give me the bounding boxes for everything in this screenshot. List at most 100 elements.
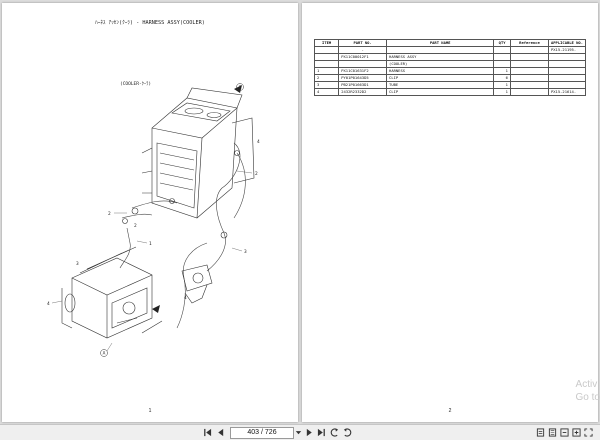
cell-qty	[493, 53, 511, 61]
engine-block-drawing	[61, 246, 163, 339]
table-row: 1 PX11C01631F2 HARNESS 1	[313, 67, 587, 75]
watermark-line: Go to	[575, 392, 600, 403]
col-part-name: PART NAME	[386, 39, 495, 47]
svg-text:A: A	[103, 351, 106, 356]
callout-label: 3	[76, 261, 79, 267]
clip-symbols	[122, 150, 240, 239]
callout-label: 2	[255, 171, 258, 177]
full-screen-icon[interactable]	[584, 428, 593, 437]
cell-part-name: TUBE	[386, 81, 495, 89]
cell-part-name: HARNESS ASSY	[386, 53, 495, 61]
callout-label: 2	[108, 211, 111, 217]
fit-page-icon[interactable]	[548, 428, 557, 437]
svg-text:A: A	[239, 85, 242, 90]
table-header-row: ITEM PART NO. PART NAME QTY Reference AP…	[313, 39, 587, 47]
prev-page-icon[interactable]	[216, 428, 225, 437]
cell-reference	[509, 67, 549, 75]
cell-item	[313, 60, 340, 68]
next-page-icon[interactable]	[305, 428, 314, 437]
cell-part-no: PY01P01643D5	[338, 74, 388, 82]
table-row: 3 PB21P01663D1 TUBE 1	[313, 81, 587, 89]
cell-item: 2	[313, 74, 340, 82]
watermark-line: Activ	[575, 379, 598, 390]
table-row: PX11C00012F1 HARNESS ASSY	[313, 53, 587, 61]
cell-part-no: -	[338, 46, 388, 54]
page-title: ﾊｰﾈｽ ｱｯｾﾝ(ｸｰﾗ) - HARNESS ASSY(COOLER)	[95, 20, 205, 26]
callout-label: 4	[47, 301, 50, 307]
cell-applicable-no	[547, 74, 587, 82]
cell-item: 4	[313, 88, 340, 96]
fit-width-icon[interactable]	[536, 428, 545, 437]
callout-label: 4	[184, 295, 187, 301]
cell-applicable-no: PX15-21614-	[547, 88, 587, 96]
cell-applicable-no: PX15-21195-	[547, 46, 587, 54]
view-arrow-icon	[152, 305, 160, 313]
col-applicable-no: APPLICABLE NO.	[547, 39, 587, 47]
cell-part-no	[338, 60, 388, 68]
activation-watermark: Activ Go to	[576, 378, 600, 404]
bracket-drawing	[181, 264, 213, 304]
cell-part-name: CLIP	[386, 88, 495, 96]
cell-part-name: HARNESS	[386, 67, 495, 75]
harness-routing	[119, 142, 246, 329]
diagram-subtitle: (COOLER-ｸｰﾗ)	[120, 82, 152, 87]
cell-part-name: CLIP	[386, 74, 495, 82]
cell-applicable-no	[547, 67, 587, 75]
col-part-no: PART NO.	[338, 39, 388, 47]
cell-qty: 1	[493, 67, 511, 75]
cell-qty	[493, 60, 511, 68]
cell-reference	[509, 74, 549, 82]
leader-lines	[51, 170, 253, 352]
cell-part-name: (COOLER)	[386, 60, 495, 68]
cell-item: 1	[313, 67, 340, 75]
cell-reference	[509, 88, 549, 96]
zoom-out-icon[interactable]	[560, 428, 569, 437]
back-icon[interactable]	[330, 428, 339, 437]
col-qty: QTY	[493, 39, 511, 47]
page-number: 2	[448, 408, 452, 414]
page-number-field[interactable]: 403 / 726	[230, 427, 294, 439]
view-arrow-icon	[234, 85, 242, 93]
viewer-toolbar: 403 / 726	[0, 424, 600, 440]
cell-applicable-no	[547, 60, 587, 68]
zoom-in-icon[interactable]	[572, 428, 581, 437]
page-dropdown-icon[interactable]	[294, 428, 303, 437]
table-row: - PX15-21195-	[313, 46, 587, 54]
cell-reference	[509, 81, 549, 89]
cell-reference	[509, 60, 549, 68]
last-page-icon[interactable]	[317, 428, 326, 437]
harness-diagram: 2 2 1 3 3 4 4 4 2 A A	[47, 83, 260, 357]
cell-applicable-no	[547, 53, 587, 61]
col-reference: Reference	[509, 39, 549, 47]
callout-label: 3	[244, 249, 247, 255]
col-item: ITEM	[313, 39, 340, 47]
cell-qty: 6	[493, 74, 511, 82]
page-number: 1	[148, 408, 152, 414]
forward-icon[interactable]	[343, 428, 352, 437]
cell-item: 3	[313, 81, 340, 89]
table-row: (COOLER)	[313, 60, 587, 68]
cell-part-no: PX11C00012F1	[338, 53, 388, 61]
first-page-icon[interactable]	[203, 428, 212, 437]
cell-qty: 1	[493, 81, 511, 89]
cell-qty	[493, 46, 511, 54]
callout-label: 1	[149, 241, 152, 247]
table-row: 4 2432R2332D2 CLIP 1 PX15-21614-	[313, 88, 587, 96]
cell-applicable-no	[547, 81, 587, 89]
cell-part-name	[386, 46, 495, 54]
table-row: 2 PY01P01643D5 CLIP 6	[313, 74, 587, 82]
cooler-unit-drawing	[141, 87, 255, 219]
callout-label: 4	[257, 139, 260, 145]
callout-label: 2	[134, 223, 137, 229]
document-page-1: ﾊｰﾈｽ ｱｯｾﾝ(ｸｰﾗ) - HARNESS ASSY(COOLER) (C…	[2, 3, 298, 422]
cell-part-no: PB21P01663D1	[338, 81, 388, 89]
parts-table: ITEM PART NO. PART NAME QTY Reference AP…	[313, 39, 587, 96]
cell-item	[313, 46, 340, 54]
cell-reference	[509, 53, 549, 61]
document-page-2: ITEM PART NO. PART NAME QTY Reference AP…	[302, 3, 598, 422]
cell-item	[313, 53, 340, 61]
cell-qty: 1	[493, 88, 511, 96]
cell-part-no: PX11C01631F2	[338, 67, 388, 75]
cell-reference	[509, 46, 549, 54]
cell-part-no: 2432R2332D2	[338, 88, 388, 96]
